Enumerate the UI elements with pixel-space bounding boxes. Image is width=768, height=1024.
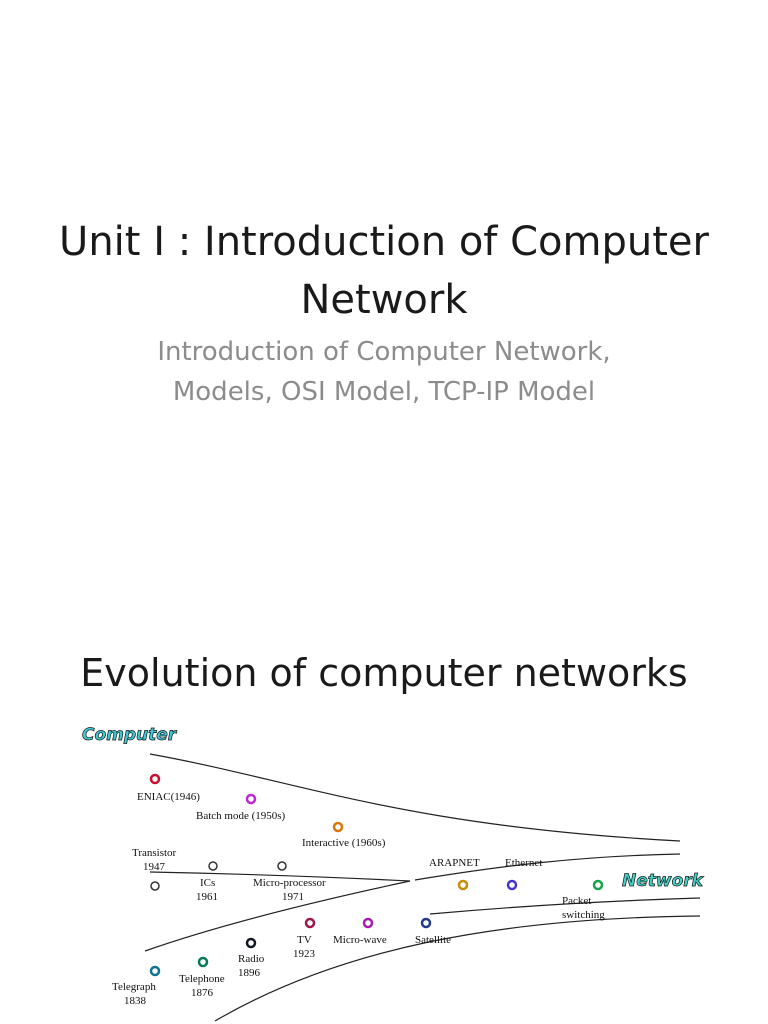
ics-label: ICs	[200, 877, 215, 889]
tv-marker	[304, 917, 316, 929]
slide-1: Unit I : Introduction of Computer Networ…	[59, 218, 709, 412]
packet-switching-marker	[592, 879, 604, 891]
lower-inner-curve	[429, 897, 701, 915]
slide-2: Evolution of computer networks Computer …	[0, 576, 768, 1024]
lower-curve	[214, 915, 701, 1022]
microwave-label: Micro-wave	[333, 934, 387, 946]
telephone-year: 1876	[191, 987, 214, 999]
slide-title: Evolution of computer networks	[80, 651, 688, 696]
batch-mode-label: Batch mode (1950s)	[196, 810, 286, 822]
telephone-label: Telephone	[179, 973, 225, 985]
interactive-marker	[332, 821, 344, 833]
packet-switching-label-1: Packet	[562, 895, 591, 907]
slide-title: Unit I : Introduction of Computer Networ…	[59, 218, 709, 323]
batch-mode-marker	[245, 793, 257, 805]
evolution-diagram: Computer Network ENIAC(1946) Batch mode …	[82, 725, 705, 1022]
left-wedge-top	[149, 871, 411, 882]
arapnet-label: ARAPNET	[429, 857, 480, 869]
ethernet-marker	[506, 879, 518, 891]
transistor-label: Transistor	[132, 847, 177, 859]
eniac-marker	[149, 773, 161, 785]
tv-year: 1923	[293, 948, 316, 960]
tv-label: TV	[297, 934, 312, 946]
telegraph-marker	[149, 965, 161, 977]
computer-badge: Computer	[82, 725, 178, 745]
transistor-marker	[150, 881, 160, 891]
satellite-marker	[420, 917, 432, 929]
satellite-label: Satellite	[415, 934, 451, 946]
upper-curve	[149, 753, 681, 842]
microprocessor-label: Micro-processor	[253, 877, 326, 889]
telegraph-year: 1838	[124, 995, 147, 1007]
ics-year: 1961	[196, 891, 218, 903]
packet-switching-label-2: switching	[562, 909, 605, 921]
telegraph-label: Telegraph	[112, 981, 156, 993]
microwave-marker	[362, 917, 374, 929]
subtitle-line-1: Introduction of Computer Network,	[157, 337, 611, 367]
ics-marker	[208, 861, 218, 871]
radio-label: Radio	[238, 953, 265, 965]
microprocessor-year: 1971	[282, 891, 304, 903]
subtitle-line-2: Models, OSI Model, TCP-IP Model	[172, 377, 596, 407]
upper-inner-curve	[414, 853, 681, 881]
slide-subtitle: Introduction of Computer Network, Models…	[60, 332, 708, 412]
telephone-marker	[197, 956, 209, 968]
network-badge: Network	[622, 871, 705, 891]
left-wedge-bottom	[144, 880, 411, 952]
arapnet-marker	[457, 879, 469, 891]
radio-year: 1896	[238, 967, 261, 979]
radio-marker	[245, 937, 257, 949]
interactive-label: Interactive (1960s)	[302, 837, 386, 849]
transistor-year: 1947	[143, 861, 166, 873]
ethernet-label: Ethernet	[505, 857, 542, 869]
eniac-label: ENIAC(1946)	[137, 791, 200, 803]
microprocessor-marker	[277, 861, 287, 871]
